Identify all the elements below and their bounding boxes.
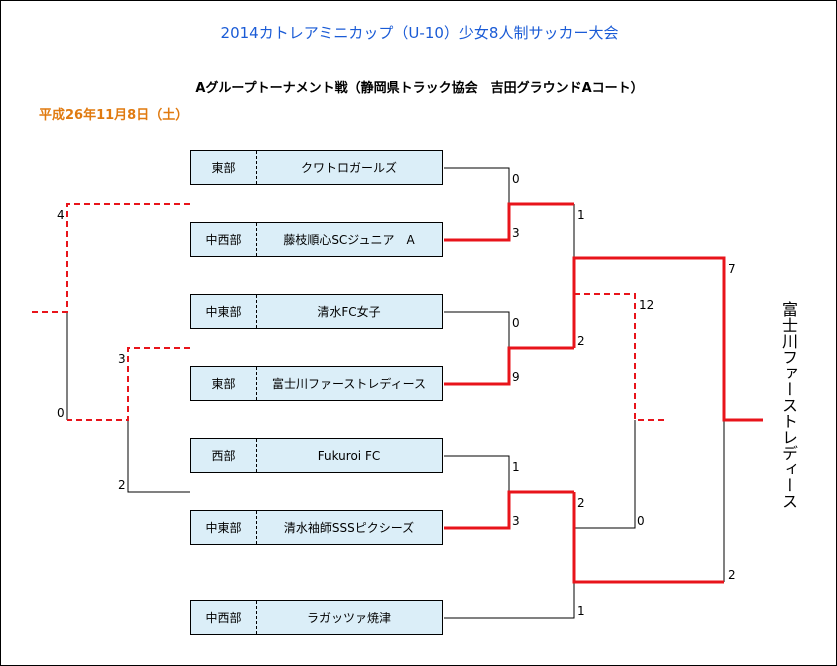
score-label: 3: [512, 514, 520, 528]
team-region: 中東部: [191, 295, 257, 328]
score-label: 2: [577, 334, 585, 348]
team-region: 東部: [191, 367, 257, 400]
team-name: ラガッツァ焼津: [306, 611, 391, 625]
team-region: 西部: [191, 439, 257, 472]
winner-line: [572, 492, 724, 584]
team-region: 東部: [191, 151, 257, 184]
score-label: 0: [637, 514, 645, 528]
team-box: 東部 富士川ファーストレディース: [190, 366, 443, 401]
score-label: 2: [577, 496, 585, 510]
score-label: 0: [57, 406, 65, 420]
team-box: 中西部 藤枝順心SCジュニア A: [190, 222, 443, 257]
team-name: Fukuroi FC: [317, 448, 381, 463]
winner-line: [572, 256, 763, 422]
team-name: 清水FC女子: [317, 305, 381, 319]
team-name: クワトロガールズ: [300, 161, 397, 175]
team-box: 中東部 清水FC女子: [190, 294, 443, 329]
team-box: 東部 クワトロガールズ: [190, 150, 443, 185]
winner-line: [444, 202, 574, 242]
score-label: 2: [118, 478, 126, 492]
score-label: 3: [512, 226, 520, 240]
bracket-line: [444, 311, 510, 348]
dashed-line: [574, 293, 665, 421]
score-label: 2: [728, 568, 736, 582]
team-region: 中東部: [191, 511, 257, 544]
bracket-line: [444, 582, 575, 619]
winner-line: [444, 490, 574, 530]
champion-name: 富士川ファーストレディース: [779, 301, 798, 509]
bracket-lines-dashed: [31, 203, 665, 421]
score-label: 1: [512, 460, 520, 474]
team-name: 藤枝順心SCジュニア A: [283, 233, 415, 247]
team-name: 富士川ファーストレディース: [272, 377, 426, 391]
score-label: 12: [639, 298, 655, 312]
team-box: 中東部 清水袖師SSSピクシーズ: [190, 510, 443, 545]
score-label: 4: [57, 208, 65, 222]
winner-line: [444, 346, 574, 386]
bracket-line: [444, 455, 510, 492]
score-label: 7: [728, 262, 736, 276]
score-label: 9: [512, 370, 520, 384]
score-label: 3: [118, 352, 126, 366]
bracket-line: [444, 167, 510, 204]
group-subtitle: Aグループトーナメント戦（静岡県トラック協会 吉田グラウンドAコート）: [195, 81, 644, 96]
bracket-lines-winner: [444, 202, 763, 584]
team-region: 中西部: [191, 223, 257, 256]
score-label: 1: [577, 604, 585, 618]
dashed-line: [67, 347, 190, 421]
score-label: 0: [512, 316, 520, 330]
team-box: 西部 Fukuroi FC: [190, 438, 443, 473]
bracket-line: [573, 420, 636, 529]
match-date: 平成26年11月8日（土）: [39, 108, 189, 123]
dashed-line: [31, 203, 190, 313]
team-box: 中西部 ラガッツァ焼津: [190, 600, 443, 635]
team-region: 中西部: [191, 601, 257, 634]
score-label: 1: [577, 208, 585, 222]
bracket-lines-black: [66, 167, 725, 619]
tournament-title: 2014カトレアミニカップ（U-10）少女8人制サッカー大会: [220, 24, 619, 42]
bracket-line: [127, 420, 190, 493]
team-name: 清水袖師SSSピクシーズ: [283, 521, 415, 535]
score-label: 0: [512, 172, 520, 186]
